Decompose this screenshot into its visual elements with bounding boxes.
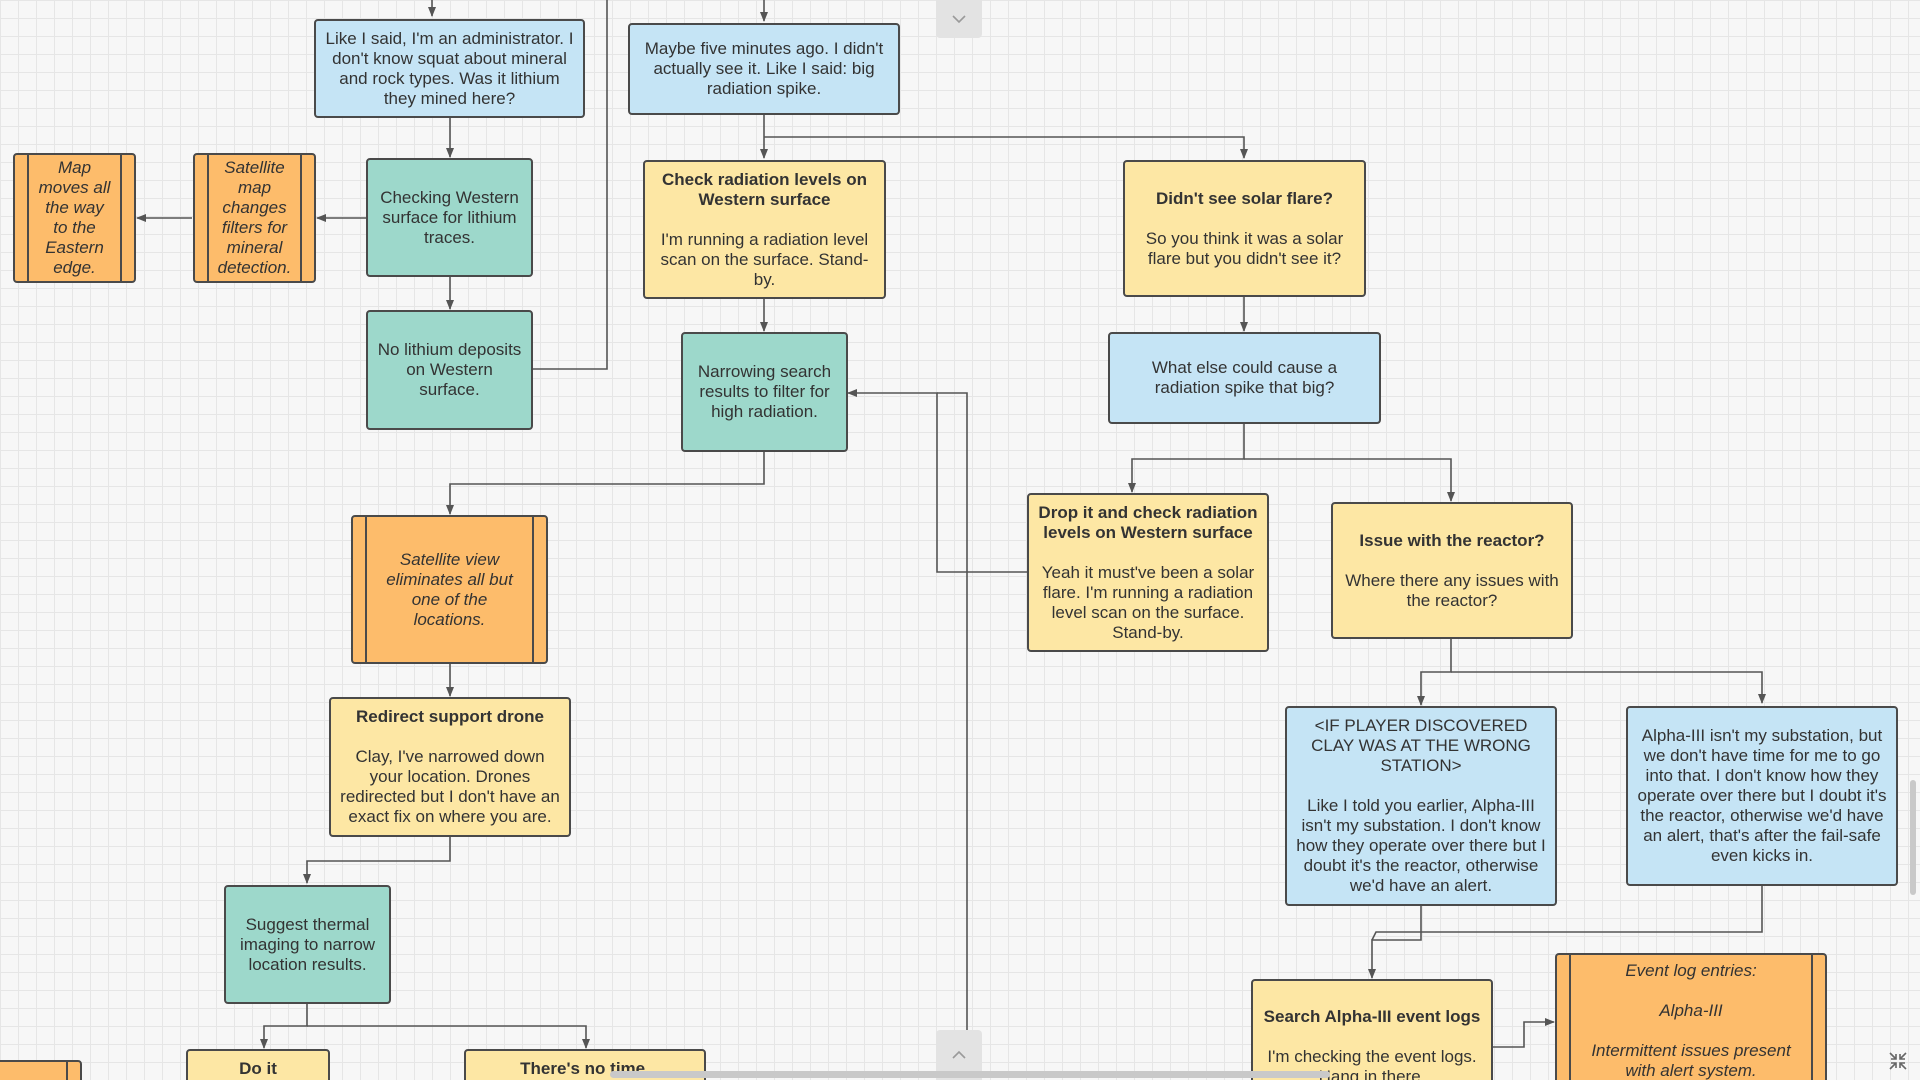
node-body: Map moves all the way to the Eastern edg… bbox=[38, 158, 111, 277]
node-body: No lithium deposits on Western surface. bbox=[377, 340, 522, 399]
node-body: Clay, I've narrowed down your location. … bbox=[340, 747, 560, 826]
node-body: Satellite view eliminates all but one of… bbox=[386, 549, 513, 629]
vertical-scrollbar[interactable] bbox=[1910, 780, 1916, 895]
connector bbox=[1128, 424, 1245, 493]
node-body: I'm running a radiation level scan on th… bbox=[660, 229, 869, 289]
chevron-up-icon bbox=[952, 1050, 966, 1059]
node-satellite-view[interactable]: Satellite view eliminates all but one of… bbox=[351, 515, 548, 664]
chevron-down-icon bbox=[952, 15, 966, 24]
fit-view-button[interactable] bbox=[1880, 1046, 1916, 1076]
node-body: Where there any issues with the reactor? bbox=[1345, 570, 1559, 610]
node-no-lithium[interactable]: No lithium deposits on Western surface. bbox=[366, 310, 533, 430]
connector bbox=[764, 136, 1248, 159]
node-checking-western[interactable]: Checking Western surface for lithium tra… bbox=[366, 158, 533, 277]
node-partial-offscreen[interactable] bbox=[0, 1060, 82, 1080]
node-what-else[interactable]: What else could cause a radiation spike … bbox=[1108, 332, 1381, 424]
collapse-arrows-icon bbox=[1889, 1052, 1907, 1070]
node-do-it[interactable]: Do it bbox=[186, 1049, 330, 1080]
connector bbox=[1244, 458, 1455, 502]
node-body: So you think it was a solar flare but yo… bbox=[1145, 228, 1344, 268]
node-body: Satellite map changes filters for minera… bbox=[217, 158, 292, 277]
node-drop-it[interactable]: Drop it and check radiation levels on We… bbox=[1027, 493, 1269, 652]
node-title: Didn't see solar flare? bbox=[1156, 188, 1333, 208]
node-solar-flare[interactable]: Didn't see solar flare? So you think it … bbox=[1123, 160, 1366, 297]
node-reactor-issue[interactable]: Issue with the reactor? Where there any … bbox=[1331, 502, 1573, 639]
connector bbox=[1371, 886, 1763, 941]
node-if-player[interactable]: <IF PLAYER DISCOVERED CLAY WAS AT THE WR… bbox=[1285, 706, 1557, 906]
node-title: Do it bbox=[239, 1059, 277, 1078]
node-body: Maybe five minutes ago. I didn't actuall… bbox=[644, 39, 884, 98]
node-alpha-substation[interactable]: Alpha-III isn't my substation, but we do… bbox=[1626, 706, 1898, 886]
node-body: I'm checking the event logs. Hang in the… bbox=[1267, 1047, 1477, 1080]
node-body: Yeah it must've been a solar flare. I'm … bbox=[1041, 562, 1255, 642]
connector bbox=[303, 837, 451, 884]
node-check-radiation[interactable]: Check radiation levels on Western surfac… bbox=[643, 160, 886, 299]
node-body: What else could cause a radiation spike … bbox=[1151, 358, 1338, 397]
node-body: Suggest thermal imaging to narrow locati… bbox=[239, 914, 376, 974]
connector bbox=[307, 1025, 590, 1049]
collapse-top-control[interactable] bbox=[936, 0, 982, 38]
node-admin-reply[interactable]: Like I said, I'm an administrator. I don… bbox=[314, 19, 585, 118]
node-event-log[interactable]: Event log entries: Alpha-III Intermitten… bbox=[1555, 953, 1827, 1080]
connector bbox=[532, 0, 608, 370]
node-body: <IF PLAYER DISCOVERED CLAY WAS AT THE WR… bbox=[1296, 716, 1546, 895]
node-five-minutes[interactable]: Maybe five minutes ago. I didn't actuall… bbox=[628, 23, 900, 115]
node-body: Narrowing search results to filter for h… bbox=[697, 362, 832, 421]
node-title: Check radiation levels on Western surfac… bbox=[661, 169, 867, 209]
node-body: Like I said, I'm an administrator. I don… bbox=[325, 28, 574, 108]
node-title: Search Alpha-III event logs bbox=[1263, 1007, 1481, 1026]
connector bbox=[1491, 1018, 1555, 1048]
node-body: Event log entries: Alpha-III Intermitten… bbox=[1591, 961, 1791, 1080]
node-thermal[interactable]: Suggest thermal imaging to narrow locati… bbox=[224, 885, 391, 1004]
node-body: Alpha-III isn't my substation, but we do… bbox=[1637, 726, 1887, 865]
connector bbox=[937, 392, 968, 1080]
node-title: Drop it and check radiation levels on We… bbox=[1038, 502, 1258, 542]
node-body: Checking Western surface for lithium tra… bbox=[380, 187, 519, 247]
node-title: Issue with the reactor? bbox=[1359, 530, 1545, 550]
connector bbox=[260, 1004, 308, 1049]
connector bbox=[446, 451, 765, 515]
horizontal-scrollbar[interactable] bbox=[610, 1071, 1330, 1078]
connector bbox=[1417, 639, 1452, 706]
node-search-logs[interactable]: Search Alpha-III event logs I'm checking… bbox=[1251, 979, 1493, 1080]
node-satellite-filters[interactable]: Satellite map changes filters for minera… bbox=[193, 153, 316, 283]
node-redirect-drone[interactable]: Redirect support drone Clay, I've narrow… bbox=[329, 697, 571, 837]
connector bbox=[847, 389, 1027, 573]
connector bbox=[1451, 671, 1766, 704]
node-map-moves[interactable]: Map moves all the way to the Eastern edg… bbox=[13, 153, 136, 283]
node-title: Redirect support drone bbox=[356, 707, 544, 726]
connector bbox=[1368, 906, 1422, 979]
node-narrowing[interactable]: Narrowing search results to filter for h… bbox=[681, 332, 848, 452]
